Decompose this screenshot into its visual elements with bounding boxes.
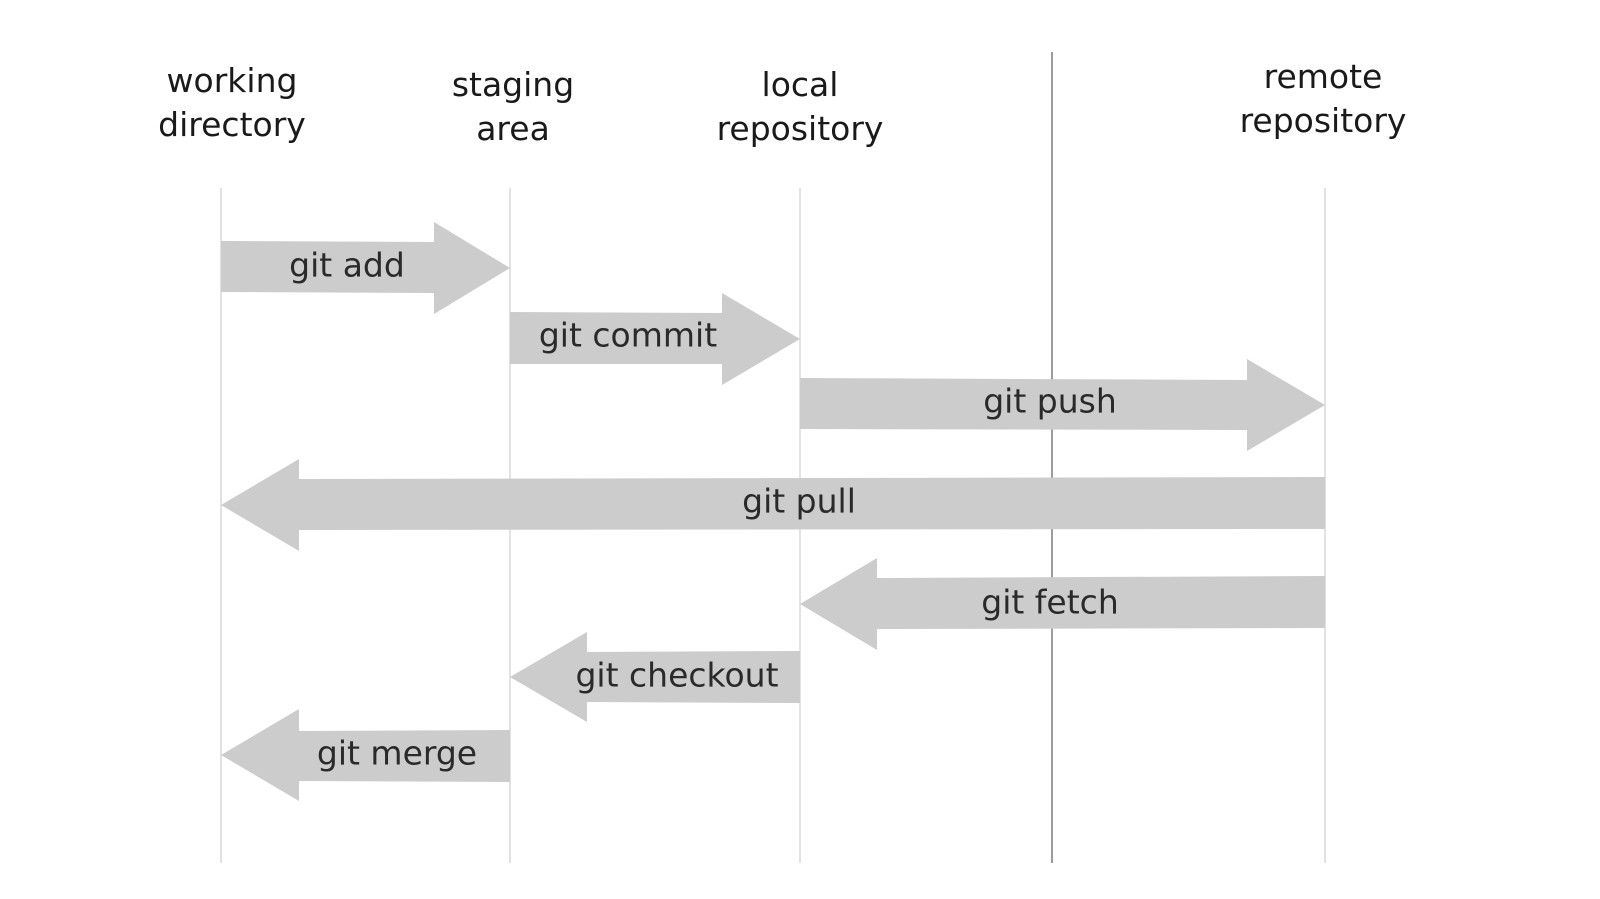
git-commit-label: git commit bbox=[539, 316, 717, 355]
git-commit-arrow bbox=[510, 293, 800, 385]
git-pull-arrow bbox=[221, 459, 1325, 551]
git-fetch-arrow bbox=[800, 558, 1325, 650]
column-title-working-line1: working bbox=[167, 61, 298, 100]
git-merge-arrow bbox=[221, 709, 510, 801]
column-title-local-line2: repository bbox=[717, 109, 884, 148]
git-checkout-arrow bbox=[510, 632, 800, 722]
column-title-staging-line2: area bbox=[476, 109, 550, 148]
git-checkout-label: git checkout bbox=[575, 656, 778, 695]
git-add-label: git add bbox=[289, 246, 405, 285]
git-fetch-label: git fetch bbox=[981, 583, 1118, 622]
column-title-remote-line2: repository bbox=[1240, 101, 1407, 140]
command-arrows bbox=[221, 222, 1325, 801]
git-pull-label: git pull bbox=[742, 482, 856, 521]
column-title-staging-line1: staging bbox=[452, 65, 574, 104]
column-title-remote-line1: remote bbox=[1264, 57, 1383, 96]
column-title-working-line2: directory bbox=[158, 105, 306, 144]
column-title-local-line1: local bbox=[762, 65, 839, 104]
git-push-arrow bbox=[800, 359, 1325, 451]
git-merge-label: git merge bbox=[317, 734, 477, 773]
command-labels: git add git commit git push git pull git… bbox=[289, 246, 1119, 773]
git-add-arrow bbox=[221, 222, 510, 314]
git-push-label: git push bbox=[983, 382, 1117, 421]
column-headers: working directory staging area local rep… bbox=[158, 57, 1406, 148]
